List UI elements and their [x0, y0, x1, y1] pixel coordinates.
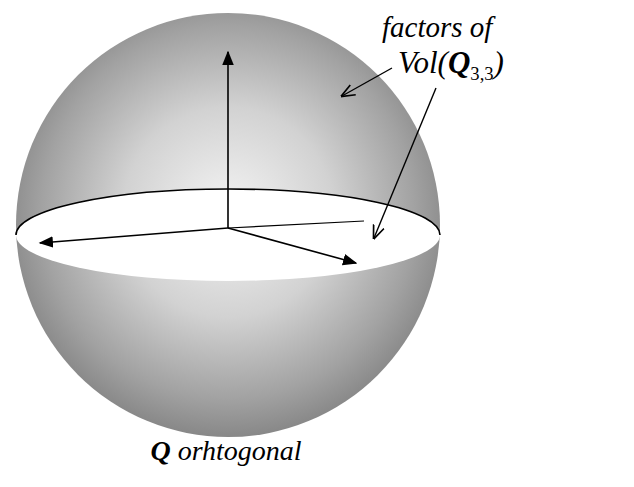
callout-text: factors of	[382, 12, 492, 44]
caption-text: Q orhtogonal	[150, 436, 301, 467]
leader-line	[342, 68, 392, 96]
axis-arrow	[227, 52, 229, 228]
callout-text: Vol(Q3,3)	[398, 46, 504, 84]
sphere	[16, 13, 440, 437]
axis-line	[228, 221, 364, 228]
axis-arrow	[228, 228, 356, 263]
leader-line	[374, 88, 436, 238]
axis-arrow	[40, 228, 228, 243]
